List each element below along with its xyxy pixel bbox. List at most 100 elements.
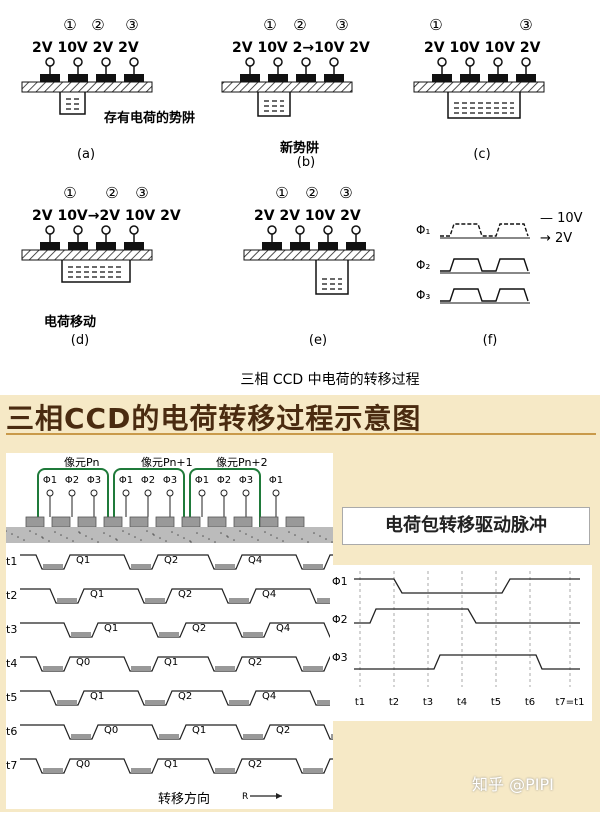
electrode-terminal [323, 225, 333, 235]
time-tick: t6 [525, 697, 535, 708]
panel-label: (d) [71, 333, 89, 348]
gate-electrode [124, 74, 144, 82]
charge-label: Q1 [76, 555, 90, 566]
phase-number: ② [91, 16, 104, 34]
phi3-waveform [354, 654, 580, 670]
time-tick: t5 [491, 697, 501, 708]
charge-packet [71, 734, 91, 739]
charge-packet [57, 598, 77, 603]
phase-label: Φ₁ [416, 223, 430, 237]
electrode-terminal [245, 57, 255, 67]
voltage-labels: 2V 2V 10V 2V [254, 208, 361, 224]
direction-arrow-label: R [242, 792, 248, 802]
phase-number: ① [63, 16, 76, 34]
phase-label: Φ3 [332, 651, 348, 664]
electrode-terminal [301, 57, 311, 67]
phase-number: ② [305, 184, 318, 202]
phase-number: ③ [335, 16, 348, 34]
gate-electrode [40, 74, 60, 82]
phi1-waveform [354, 578, 580, 594]
gate-electrode [318, 242, 338, 250]
charge-packet [145, 700, 165, 705]
gate-electrode [460, 74, 480, 82]
voltage-labels: 2V 10V 2→10V 2V [232, 40, 370, 56]
electrode-terminal [267, 225, 277, 235]
charge-label: Q1 [164, 759, 178, 770]
phase-label: Φ3 [163, 475, 177, 486]
charge-label: Q4 [276, 623, 290, 634]
gate-electrode [432, 74, 452, 82]
charge-label: Q2 [192, 623, 206, 634]
time-label: t7 [6, 759, 17, 772]
drive-pulse-title: 电荷包转移驱动脉冲 [385, 515, 547, 536]
phase-number: ① [429, 16, 442, 34]
gate-electrode [96, 74, 116, 82]
time-tick: t7=t1 [556, 697, 585, 708]
phase-label: Φ1 [119, 475, 133, 486]
charge-packet [57, 700, 77, 705]
charge-label: Q1 [90, 691, 104, 702]
oxide-layer [413, 81, 545, 93]
electrode-terminal [101, 57, 111, 67]
charge-packet [159, 632, 179, 637]
charge-packet [215, 666, 235, 671]
gate-electrode [285, 516, 305, 528]
substrate-band [6, 527, 333, 543]
time-label: t6 [6, 725, 17, 738]
voltage-labels: 2V 10V 2V 2V [32, 40, 139, 56]
time-tick: t4 [457, 697, 467, 708]
gate-electrode [233, 516, 253, 528]
charge-packet [229, 700, 249, 705]
time-tick: t2 [389, 697, 399, 708]
phase-number: ① [275, 184, 288, 202]
pixel-label: 像元Pn [64, 456, 99, 469]
gate-electrode [181, 516, 201, 528]
gate-electrode [40, 242, 60, 250]
gate-electrode [124, 242, 144, 250]
panel-label: (b) [297, 155, 315, 170]
charge-packet [71, 632, 91, 637]
gate-electrode [240, 74, 260, 82]
oxide-layer [221, 81, 353, 93]
charge-packet [303, 564, 323, 569]
charge-packet [43, 768, 63, 773]
phase-number: ③ [339, 184, 352, 202]
oxide-layer [21, 81, 153, 93]
electrode-terminal [129, 57, 139, 67]
potential-well [61, 260, 131, 283]
charge-packet [243, 632, 263, 637]
phase-label: Φ3 [239, 475, 253, 486]
charge-packet [159, 734, 179, 739]
time-label: t1 [6, 555, 17, 568]
electrode-terminal [101, 225, 111, 235]
time-label: t2 [6, 589, 17, 602]
gate-electrode [129, 516, 149, 528]
electrode-terminal [493, 57, 503, 67]
phi2-waveform [354, 608, 580, 624]
phase-label: Φ₃ [416, 288, 430, 302]
phase-label: Φ2 [217, 475, 231, 486]
panel-label: (f) [483, 333, 498, 348]
potential-well [315, 260, 349, 295]
electrode-terminal [295, 225, 305, 235]
charge-packet [243, 734, 263, 739]
charge-packet [43, 564, 63, 569]
electrode-terminal [465, 57, 475, 67]
phase-label: Φ2 [65, 475, 79, 486]
panel-note: 电荷移动 [44, 314, 96, 330]
charge-label: Q2 [248, 657, 262, 668]
gate-electrode [346, 242, 366, 250]
section-title: 三相CCD的电荷转移过程示意图 [6, 402, 422, 435]
charge-packet [131, 564, 151, 569]
gate-electrode [259, 516, 279, 528]
charge-label: Q1 [164, 657, 178, 668]
time-tick: t3 [423, 697, 433, 708]
gate-electrode [155, 516, 175, 528]
gate-electrode [268, 74, 288, 82]
charge-label: Q0 [76, 759, 90, 770]
time-label: t5 [6, 691, 17, 704]
